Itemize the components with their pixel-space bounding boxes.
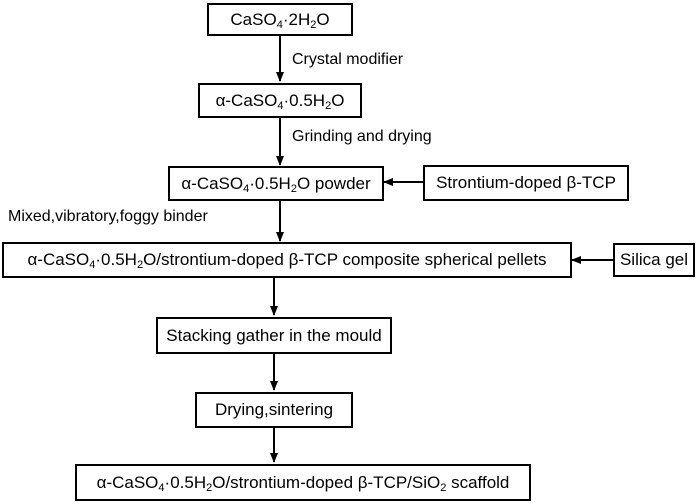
node-alpha-hemihydrate-label: α-CaSO4·0.5H2O [215, 90, 345, 112]
node-caso4-dihydrate-label: CaSO4·2H2O [230, 9, 330, 31]
node-strontium-beta-tcp-label: Strontium-doped β-TCP [436, 173, 616, 192]
edge-label-crystal-modifier: Crystal modifier [292, 51, 404, 68]
node-drying-sintering-label: Drying,sintering [214, 400, 334, 419]
node-scaffold-label: α-CaSO4·0.5H2O/strontium-doped β-TCP/SiO… [96, 472, 510, 494]
node-stacking-mould: Stacking gather in the mould [156, 317, 392, 354]
node-composite-pellets: α-CaSO4·0.5H2O/strontium-doped β-TCP com… [2, 242, 572, 278]
node-silica-gel-label: Silica gel [619, 250, 689, 269]
node-alpha-hemihydrate: α-CaSO4·0.5H2O [198, 83, 362, 118]
node-stacking-mould-label: Stacking gather in the mould [166, 325, 382, 345]
node-drying-sintering: Drying,sintering [195, 392, 353, 428]
edge-label-mixed-binder: Mixed,vibratory,foggy binder [8, 208, 208, 225]
edge-label-grinding-drying: Grinding and drying [292, 128, 432, 145]
node-scaffold: α-CaSO4·0.5H2O/strontium-doped β-TCP/SiO… [75, 464, 531, 501]
node-hemihydrate-powder: α-CaSO4·0.5H2O powder [168, 166, 384, 201]
node-caso4-dihydrate: CaSO4·2H2O [207, 3, 353, 36]
node-composite-pellets-label: α-CaSO4·0.5H2O/strontium-doped β-TCP com… [27, 250, 547, 271]
node-hemihydrate-powder-label: α-CaSO4·0.5H2O powder [181, 173, 371, 195]
node-silica-gel: Silica gel [613, 243, 695, 277]
node-strontium-beta-tcp: Strontium-doped β-TCP [423, 165, 629, 201]
